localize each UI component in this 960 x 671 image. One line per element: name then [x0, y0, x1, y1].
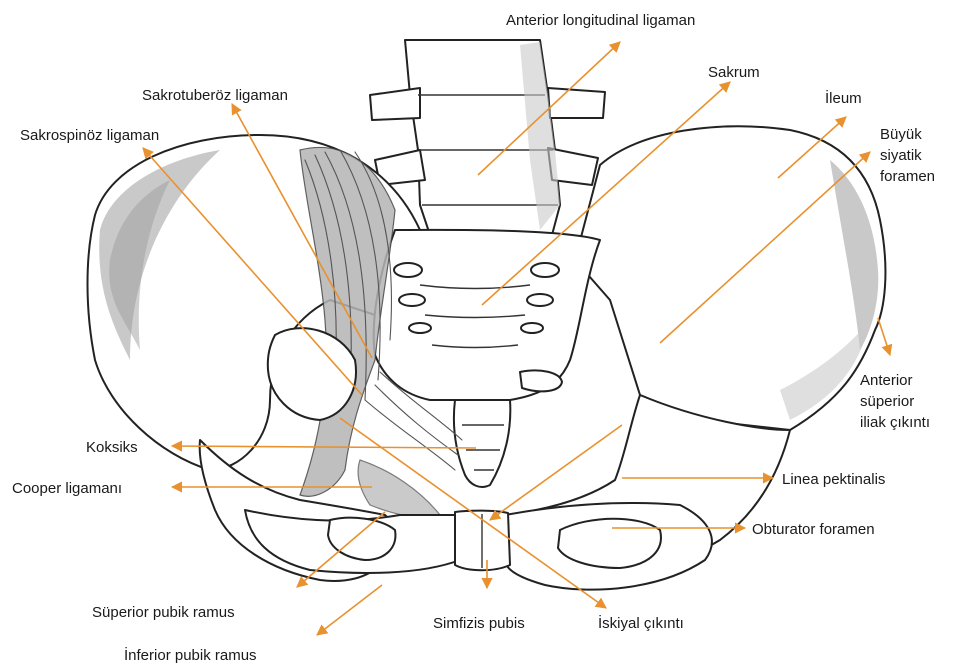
- arrow-asis: [878, 318, 890, 355]
- label-buyuk-2: siyatik: [880, 147, 922, 164]
- label-asis-2: süperior: [860, 393, 914, 410]
- pelvis-illustration: [88, 40, 886, 590]
- label-inferior-pubik: İnferior pubik ramus: [124, 646, 257, 664]
- label-obturator: Obturator foramen: [752, 521, 875, 538]
- label-anterior-longitudinal: Anterior longitudinal ligaman: [506, 12, 695, 29]
- label-buyuk-3: foramen: [880, 168, 935, 185]
- label-ileum: İleum: [825, 89, 862, 107]
- label-asis-1: Anterior: [860, 372, 913, 389]
- label-sakrotuberoz: Sakrotuberöz ligaman: [142, 87, 288, 104]
- label-sakrum: Sakrum: [708, 64, 760, 81]
- label-superior-pubik: Süperior pubik ramus: [92, 604, 235, 621]
- label-asis-3: iliak çıkıntı: [860, 414, 930, 431]
- label-koksiks: Koksiks: [86, 439, 138, 456]
- label-simfizis: Simfizis pubis: [433, 615, 525, 632]
- label-cooper: Cooper ligamanı: [12, 480, 122, 497]
- coccyx: [454, 400, 510, 487]
- label-sakrospinoz: Sakrospinöz ligaman: [20, 127, 159, 144]
- label-buyuk-1: Büyük: [880, 126, 922, 143]
- arrow-inferior-pubik: [317, 585, 382, 635]
- label-iskiyal: İskiyal çıkıntı: [598, 614, 684, 632]
- sacrum: [374, 230, 600, 400]
- label-linea: Linea pektinalis: [782, 471, 885, 488]
